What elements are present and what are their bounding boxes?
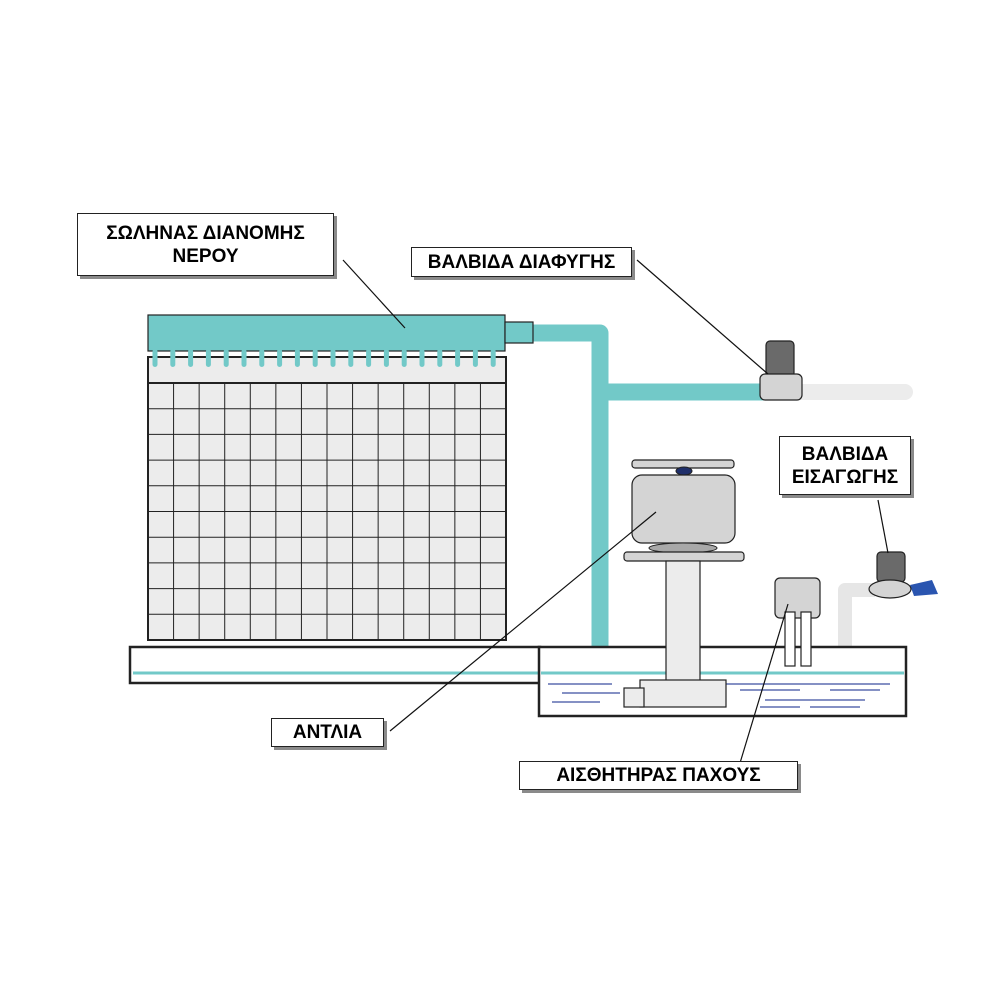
distribution-pipe-label-line1: ΣΩΛΗΝΑΣ ΔΙΑΝΟΜΗΣ <box>106 222 305 244</box>
water-drip <box>383 349 389 367</box>
water-drip <box>152 349 158 367</box>
distribution-pipe <box>147 314 534 367</box>
bleed-valve-label-text: ΒΑΛΒΙΔΑ ΔΙΑΦΥΓΗΣ <box>427 251 616 273</box>
water-drip <box>294 349 300 367</box>
pump-label: ΑΝΤΛΙΑ <box>271 718 384 747</box>
water-drip <box>241 349 247 367</box>
thickness-sensor-label-text: ΑΙΣΘΗΤΗΡΑΣ ΠΑΧΟΥΣ <box>556 765 761 786</box>
pump-label-text: ΑΝΤΛΙΑ <box>292 722 363 743</box>
distribution-pipe-label-line2: ΝΕΡΟΥ <box>172 245 239 267</box>
water-drip <box>455 349 461 367</box>
water-drip <box>223 349 229 367</box>
inlet-valve-label-line1: ΒΑΛΒΙΔΑ <box>801 443 889 465</box>
water-drip <box>401 349 407 367</box>
distribution-pipe-label: ΣΩΛΗΝΑΣ ΔΙΑΝΟΜΗΣ ΝΕΡΟΥ <box>77 213 334 276</box>
water-drip <box>188 349 194 367</box>
water-drip <box>205 349 211 367</box>
water-drip <box>312 349 318 367</box>
water-drip <box>348 349 354 367</box>
water-drip <box>419 349 425 367</box>
water-drip <box>259 349 265 367</box>
water-drip <box>490 349 496 367</box>
water-drip <box>277 349 283 367</box>
inlet-valve <box>868 551 938 599</box>
leader-lines <box>342 259 889 764</box>
water-drip <box>170 349 176 367</box>
thickness-sensor-label: ΑΙΣΘΗΤΗΡΑΣ ΠΑΧΟΥΣ <box>519 761 798 790</box>
bleed-valve <box>759 340 803 401</box>
water-drip <box>437 349 443 367</box>
bleed-valve-label: ΒΑΛΒΙΔΑ ΔΙΑΦΥΓΗΣ <box>411 247 632 277</box>
inlet-valve-label: ΒΑΛΒΙΔΑ ΕΙΣΑΓΩΓΗΣ <box>779 436 911 495</box>
supply-pipe <box>521 324 609 709</box>
inlet-pipe <box>838 583 875 655</box>
inlet-valve-label-line2: ΕΙΣΑΓΩΓΗΣ <box>791 466 899 488</box>
water-drip <box>472 349 478 367</box>
water-ripples <box>548 683 890 708</box>
cooling-pad <box>147 356 507 641</box>
water-drip <box>366 349 372 367</box>
pump <box>623 459 745 708</box>
water-drip <box>330 349 336 367</box>
